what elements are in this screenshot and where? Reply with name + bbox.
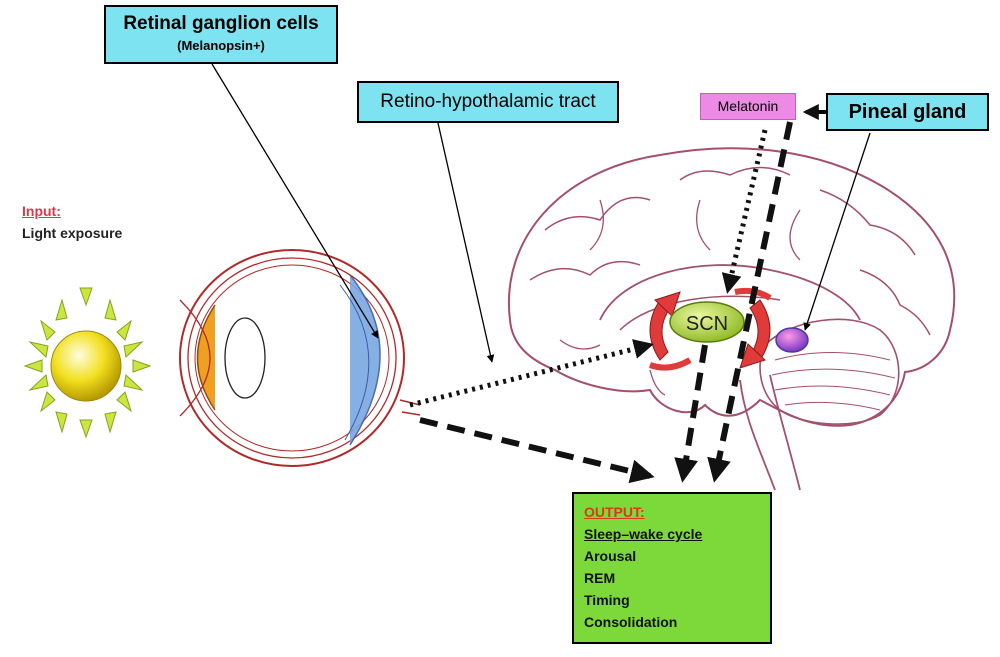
pineal-dashed-arrow <box>707 121 793 483</box>
scn-dashed-arrow <box>674 344 708 483</box>
melatonin-box: Melatonin <box>700 93 796 120</box>
retinal-ganglion-cells-title: Retinal ganglion cells <box>123 13 319 34</box>
input-value: Light exposure <box>22 225 123 241</box>
output-item-timing: Timing <box>584 592 630 608</box>
input-block: Input: Light exposure <box>22 203 122 241</box>
pineal-gland-box: Pineal gland <box>826 93 989 131</box>
pointer-lines <box>211 63 871 363</box>
input-label: Input: <box>22 203 61 219</box>
melatonin-dotted-arrow <box>721 129 768 294</box>
sun-icon <box>23 287 152 439</box>
output-label: OUTPUT: <box>584 504 645 520</box>
pineal-gland-label: Pineal gland <box>848 101 967 123</box>
retino-hypothalamic-tract-label: Retino-hypothalamic tract <box>380 91 596 112</box>
melatonin-label: Melatonin <box>717 98 779 114</box>
melanopsin-subtitle: (Melanopsin+) <box>177 38 265 53</box>
scn-label: SCN <box>686 313 728 335</box>
output-box: OUTPUT: Sleep–wake cycle Arousal REM Tim… <box>572 492 772 644</box>
output-item-rem: REM <box>584 570 616 586</box>
scn-loop-arrows <box>649 287 772 371</box>
eye-icon <box>179 249 421 467</box>
brain-icon <box>507 147 956 491</box>
pineal-gland-icon <box>775 327 809 353</box>
output-item-arousal: Arousal <box>584 548 637 564</box>
output-item-consolidation: Consolidation <box>584 614 678 630</box>
retinal-ganglion-cells-box: Retinal ganglion cells (Melanopsin+) <box>104 5 338 64</box>
retino-hypothalamic-tract-box: Retino-hypothalamic tract <box>357 81 619 123</box>
output-subtitle: Sleep–wake cycle <box>584 526 703 542</box>
scn-nucleus-icon <box>669 301 745 343</box>
eye-dashed-arrow <box>419 417 655 484</box>
rht-dotted-arrow <box>409 339 654 408</box>
